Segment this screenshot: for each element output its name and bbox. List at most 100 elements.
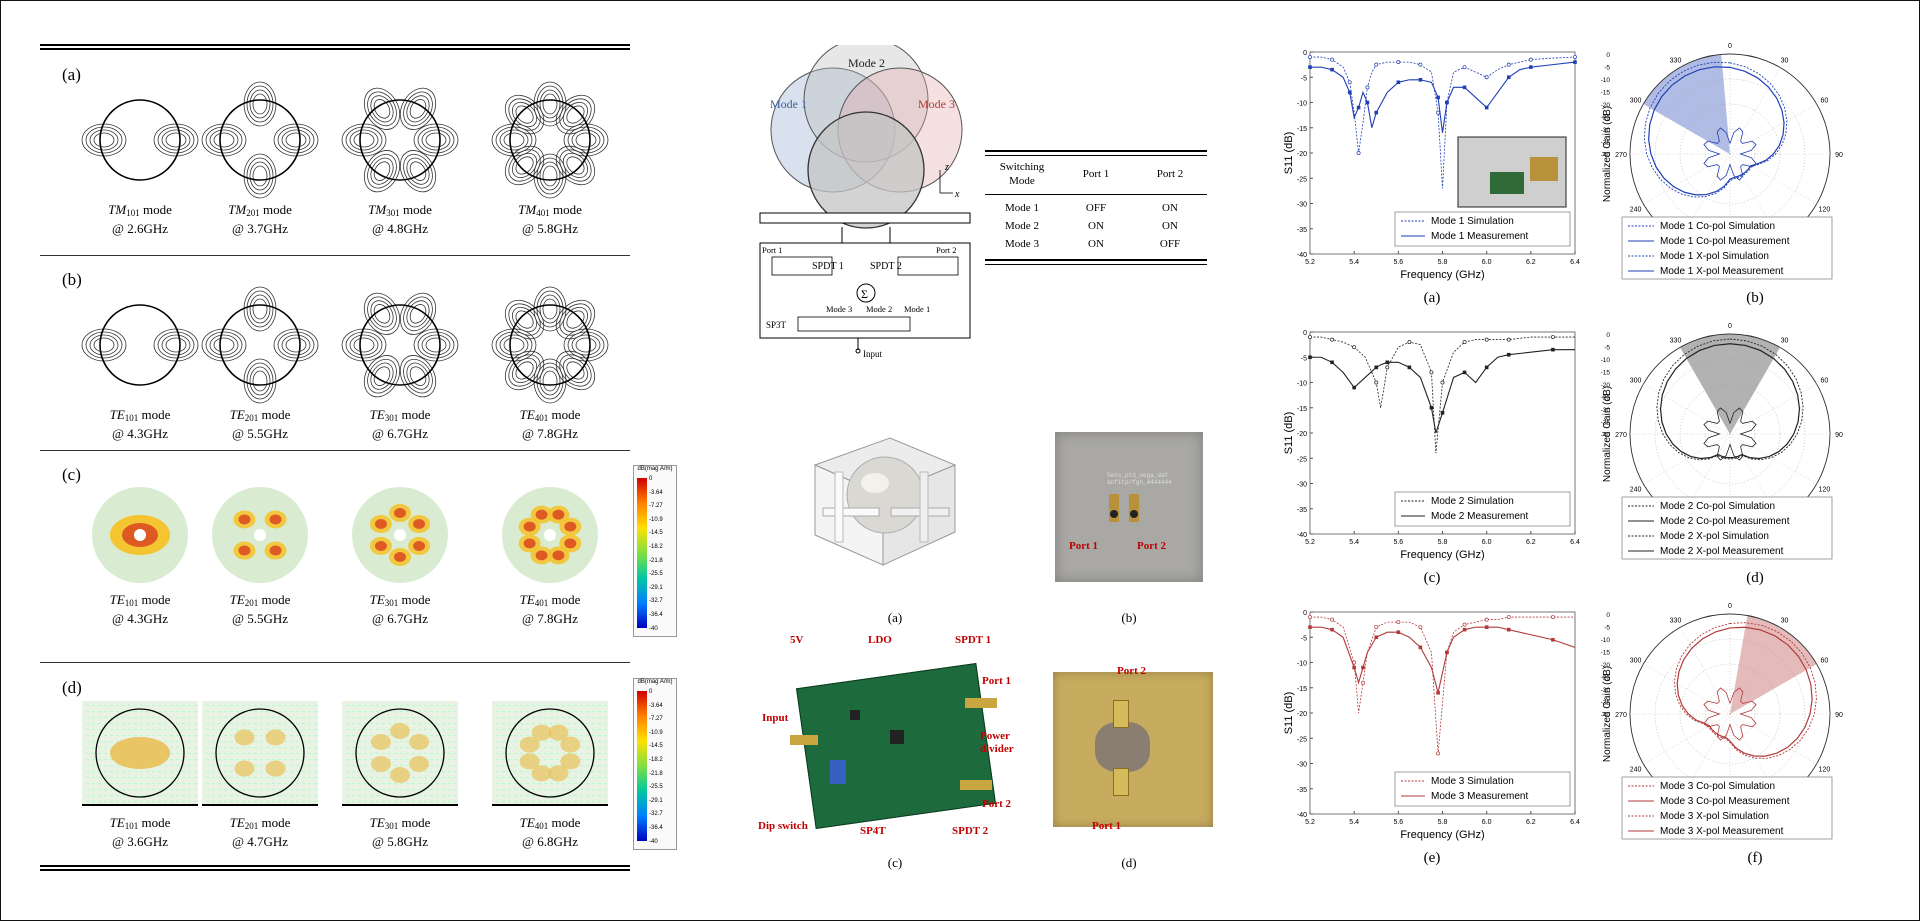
data-point [1551,347,1555,352]
polar-radial-label: -30 [1601,687,1611,694]
x-axis-label: Frequency (GHz) [1400,269,1484,281]
data-point [1445,650,1449,655]
photo-ground-plane: Sens_ptd_nega_dat anfitp/fgh_4444444 Por… [1055,432,1203,582]
vector-field-plot [202,701,318,806]
polar-radial-label: -20 [1601,102,1611,109]
polar-radial-label: -40 [1601,152,1611,159]
colorbar-tick: -36.4 [649,825,663,831]
y-tick-label: -20 [1297,711,1307,718]
y-tick-label: -30 [1297,482,1307,489]
circuit-sp3t-label: SP3T [766,320,787,330]
axis-z-label: z [944,162,949,173]
chart-caption: (b) [1746,290,1764,306]
circuit-mode3-label: Mode 3 [826,304,852,314]
data-point [1418,645,1423,650]
table-cell: Mode 1 [1005,202,1039,214]
x-pol-pattern [1703,687,1757,741]
data-point [1356,105,1361,110]
radiation-pattern-chart: Normalized Gain (dB)03060901202402703003… [1601,43,1843,280]
photo-d-port1-label: Port 1 [1092,820,1122,832]
y-tick-label: -35 [1297,227,1307,234]
data-point [1347,90,1352,95]
mode-name: TE [229,592,245,607]
axis-x-label: x [954,189,960,200]
polar-angle-label: 240 [1630,487,1642,494]
y-tick-label: -40 [1297,252,1307,259]
beam-sector [1680,334,1780,434]
polar-angle-label: 300 [1630,658,1642,665]
mode-index: 201 [244,413,259,423]
polar-radial-label: -10 [1601,357,1611,364]
data-point [1550,335,1555,339]
legend-entry: Mode 1 Co-pol Simulation [1660,221,1775,232]
beam-sector [1730,615,1817,714]
mode-index: 301 [384,413,399,423]
mode-caption: TE101 mode@ 3.6GHz [75,815,205,850]
legend-entry: Mode 2 Co-pol Measurement [1660,516,1790,527]
mode-caption: TE301 mode@ 6.7GHz [335,407,465,442]
polar-angle-label: 240 [1630,767,1642,774]
pcb-sp4t-label: SP4T [860,825,886,837]
x-tick-label: 5.6 [1393,819,1403,826]
colorbar-tick: -40 [649,625,658,632]
y-tick-label: -10 [1297,381,1307,388]
legend-entry: Mode 3 Co-pol Simulation [1660,781,1775,792]
mode-suffix: mode [548,815,581,830]
polar-angle-label: 60 [1820,378,1828,385]
x-pol-pattern [1703,407,1757,461]
mode-index: 101 [124,821,139,831]
y-tick-label: -20 [1297,431,1307,438]
photo-a-caption: (a) [887,610,903,625]
y-tick-label: -30 [1297,762,1307,769]
table-cell: OFF [1159,238,1181,250]
colorbar-tick: -21.8 [649,557,663,564]
polar-radial-label: -5 [1604,65,1610,72]
data-point [1374,635,1379,640]
row-divider [40,255,630,256]
data-point [1374,625,1379,630]
mode-name: TE [229,407,245,422]
photo-b-port2-label: Port 2 [1137,540,1167,552]
data-point [1462,627,1467,632]
data-point [1506,62,1511,67]
legend-box [1621,496,1833,560]
mode-suffix: mode [138,407,171,422]
data-point [1436,95,1440,100]
legend-entry: Mode 3 X-pol Simulation [1660,811,1769,822]
data-point [1462,340,1467,345]
colorbar-gradient [637,691,647,841]
polar-angle-label: 120 [1819,767,1831,774]
polar-angle-label: 60 [1820,98,1828,105]
radiation-pattern-chart: Normalized Gain (dB)03060901202402703003… [1601,603,1843,840]
y-axis-label: S11 (dB) [1283,132,1295,175]
co-pol-simulation [1643,61,1788,198]
polar-radial-label: -30 [1601,407,1611,414]
mode-frequency: @ 5.5GHz [231,426,289,441]
data-point [1396,630,1401,634]
mode-caption: TM401 mode@ 5.8GHz [485,202,615,237]
data-point [1361,680,1365,685]
colorbar-title: dB(mag A/m) [637,679,673,685]
vector-field-plot [82,701,198,806]
data-point [1550,615,1555,619]
x-tick-label: 6.0 [1482,819,1492,826]
mode-caption: TE101 mode@ 4.3GHz [75,592,205,627]
data-point [1385,360,1390,365]
polar-angle-label: 330 [1670,58,1682,65]
venn-sphere [807,111,925,229]
polar-radial-label: -40 [1601,432,1611,439]
data-point [1418,77,1423,82]
colorbar-tick: -7.27 [649,716,663,723]
vector-field-plot [492,701,608,806]
x-tick-label: 5.8 [1438,259,1448,266]
data-point [1308,65,1312,69]
mode-caption: TE101 mode@ 4.3GHz [75,407,205,442]
mode-frequency: @ 4.7GHz [231,834,289,849]
legend-entry: Mode 2 X-pol Simulation [1660,531,1769,542]
x-tick-label: 5.6 [1393,539,1403,546]
circuit-input-label: Input [863,349,882,359]
series-line [1310,626,1576,693]
data-point [1385,365,1390,370]
